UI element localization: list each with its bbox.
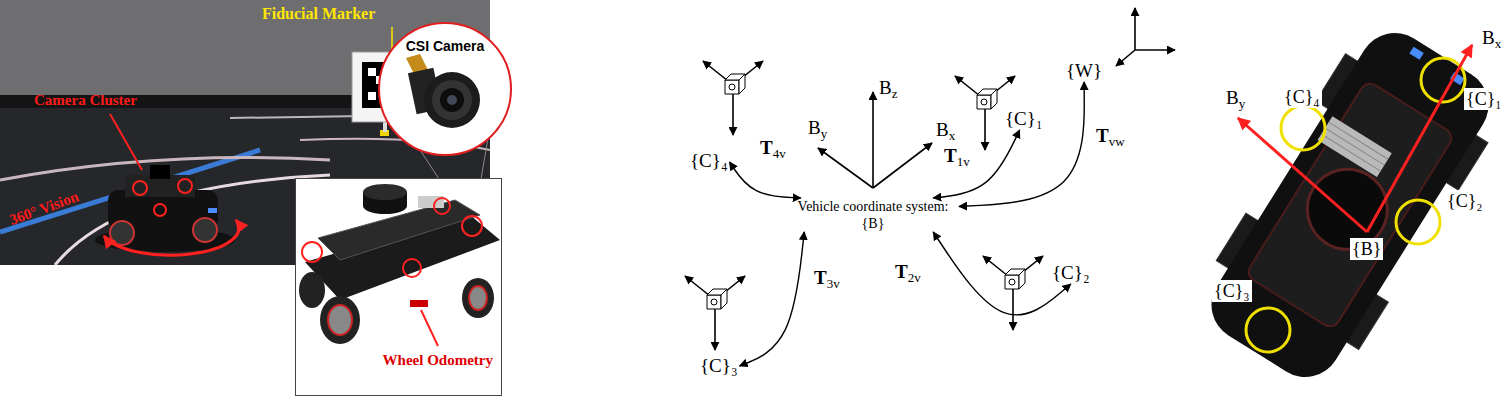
node-text: CSI Camera: [380, 38, 510, 54]
node-text: {W}: [1066, 60, 1102, 82]
frame-label: {C}₃: [1212, 280, 1252, 302]
axis-line: [1238, 118, 1367, 232]
transform-label: T1v: [942, 146, 972, 168]
transform-arrow: [933, 130, 1019, 198]
car-lidar: [1292, 154, 1402, 264]
node-text: {C}₂: [1052, 262, 1090, 284]
axis-label: Bz: [879, 78, 897, 100]
car-light: [1409, 47, 1423, 60]
frame-label: {C}₄: [1282, 86, 1322, 108]
car-lidar: [363, 184, 407, 200]
frame-label: {C}₂: [1445, 190, 1485, 212]
camera-lens: [432, 80, 472, 120]
axis-line: [873, 143, 932, 188]
transform-arrow: [740, 232, 805, 366]
axis-label: By: [808, 118, 827, 140]
axis-line: [872, 92, 874, 188]
node-text: Vehicle coordinate system: {B}: [787, 198, 959, 232]
transform-label: T2v: [893, 262, 923, 284]
vision-arc: [104, 220, 239, 255]
inset-ground: [295, 178, 502, 396]
car-rim: [328, 305, 352, 335]
car-rim: [469, 286, 487, 310]
heat-sink-fin: [1329, 122, 1388, 159]
car-lidar: [150, 165, 170, 179]
camera-lens: [447, 95, 457, 105]
axis-label: Bx: [936, 120, 955, 142]
car-wheel: [193, 218, 217, 242]
fiducial-cell: [368, 92, 376, 100]
camera-highlight: [1396, 200, 1440, 244]
camera-frame: [703, 61, 763, 135]
axis-line: [818, 148, 873, 188]
frame-label: {C}₁: [1464, 88, 1504, 110]
axis-line: [1134, 8, 1136, 50]
callout-label: Fiducial Marker: [262, 5, 375, 23]
heat-sink-fin: [1321, 134, 1380, 171]
camera-frame: [983, 256, 1043, 330]
leader-line: [421, 310, 438, 346]
camera-highlight: [178, 179, 192, 193]
transform-label: T3v: [812, 268, 842, 290]
frame-label: {W}: [1064, 60, 1104, 82]
transform-arrow: [933, 232, 1071, 315]
car-board: [1245, 80, 1455, 330]
heat-sink-fin: [1325, 128, 1384, 165]
axis-line: [1135, 49, 1175, 51]
camera-highlight: [403, 259, 421, 277]
transform-arrow: [730, 162, 801, 198]
axis-label: By: [1224, 88, 1247, 110]
camera-highlight: [133, 181, 147, 195]
inset-circle-ground: [379, 23, 511, 155]
camera-lens: [424, 72, 480, 128]
node-text: Wheel Odometry: [383, 352, 493, 369]
camera-lens: [440, 88, 464, 112]
frame-label: {C}₄: [688, 150, 730, 172]
vehicle-frame-label: Vehicle coordinate system: {B}: [787, 198, 959, 232]
frame-label: {C}₂: [1050, 262, 1092, 284]
fiducial-cell: [368, 68, 376, 76]
camera-highlight: [302, 242, 322, 262]
leader-line: [110, 114, 142, 170]
car-wheel: [299, 272, 325, 308]
frame-label: {C}₃: [698, 355, 740, 377]
camera-frame: [685, 276, 745, 350]
inset-box: Wheel Odometry: [295, 178, 502, 396]
track-line: [0, 158, 330, 181]
inset-circle: CSI Camera: [378, 22, 512, 156]
leader-line: [391, 27, 393, 51]
camera-highlight: [462, 216, 482, 236]
frame-label: {C}₁: [1003, 108, 1045, 130]
heat-sink: [1318, 116, 1392, 177]
car-lidar: [363, 198, 407, 214]
camera-highlight: [1246, 308, 1290, 352]
camera-highlight: [1281, 106, 1325, 150]
car-top-view: [1186, 12, 1512, 398]
frame-label: {B}: [1350, 238, 1383, 260]
transform-label: Tvw: [1094, 126, 1127, 148]
transform-label: T4v: [758, 138, 788, 160]
car-wheel: [320, 296, 360, 344]
car-body: [1198, 19, 1502, 390]
camera-highlight: [154, 204, 166, 216]
camera-highlight: [434, 198, 450, 214]
axis-line: [1116, 50, 1135, 66]
track-line: [55, 175, 330, 265]
node-text: {C}₄: [690, 150, 728, 172]
car-motor: [410, 300, 428, 307]
car-wheel: [110, 221, 134, 245]
car-light: [208, 208, 217, 213]
node-text: {C}₁: [1005, 108, 1043, 130]
transform-arrow: [959, 82, 1084, 207]
callout-label: Camera Cluster: [34, 92, 137, 109]
car-wheel: [462, 278, 494, 318]
node-text: {C}₃: [700, 355, 738, 377]
axis-label: Bx: [1480, 28, 1503, 50]
